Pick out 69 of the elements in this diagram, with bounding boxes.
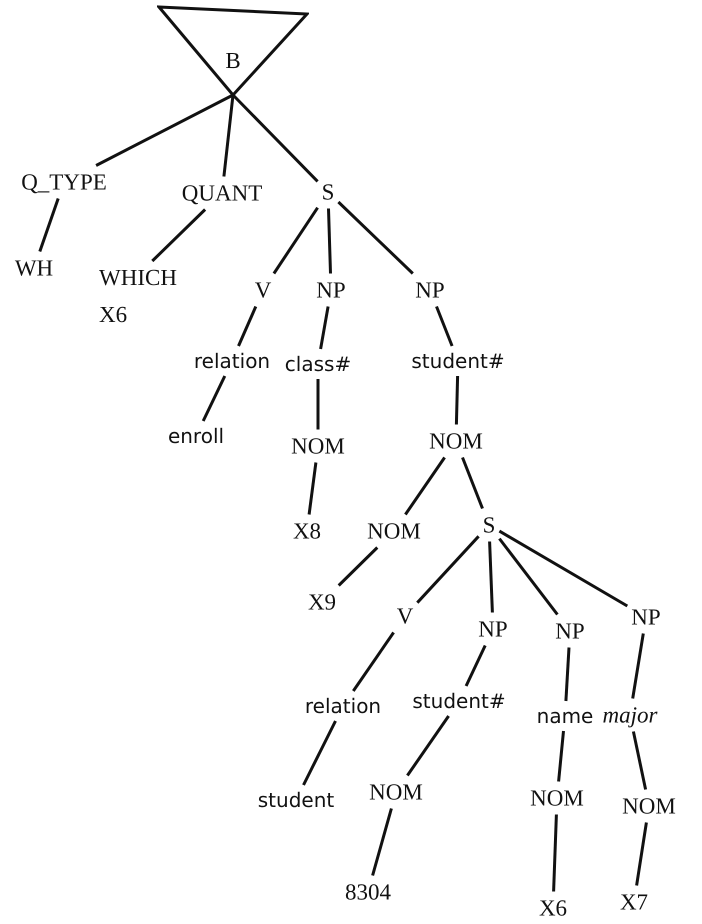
tree-label: NP [631, 606, 661, 628]
tree-branch-line [337, 200, 414, 275]
tree-branch-line [416, 535, 480, 604]
tree-branch-line [95, 94, 234, 167]
tree-branch-line [302, 720, 337, 786]
tree-label: NP [415, 278, 445, 302]
tree-branch-line [488, 541, 494, 613]
tree-label: V [396, 604, 414, 628]
tree-label: student# [412, 691, 506, 711]
tree-label: enroll [168, 426, 224, 446]
tree-branch-line [406, 715, 450, 776]
tree-label: X6 [99, 303, 128, 326]
tree-branch-line [498, 538, 559, 616]
tree-branch-line [327, 208, 332, 274]
tree-label: V [254, 278, 272, 302]
tree-label: NP [316, 278, 346, 302]
tree-label: X6 [538, 896, 568, 920]
tree-branch-line [404, 456, 446, 516]
tree-label: student [258, 790, 334, 810]
tree-branch-line [316, 379, 320, 430]
tree-branch-line [232, 94, 319, 182]
tree-branch-line [498, 530, 628, 608]
tree-label: name [536, 706, 594, 726]
tree-branch-line [308, 462, 318, 515]
tree-branch-line [454, 376, 460, 425]
tree-label: NOM [429, 430, 483, 452]
tree-branch-line [237, 306, 258, 347]
tree-label: S [482, 514, 496, 536]
tree-branch-line [435, 306, 454, 347]
tree-branch-line [564, 647, 570, 702]
tree-branch-line [632, 731, 648, 790]
tree-label: Q_TYPE [21, 170, 107, 194]
tree-branch-line [635, 822, 648, 886]
tree-label: NOM [369, 780, 423, 804]
tree-label: NOM [291, 434, 345, 458]
tree-branch-line [631, 633, 645, 699]
tree-label: QUANT [182, 182, 262, 204]
tree-branch-line [352, 632, 395, 692]
tree-label: X7 [620, 890, 648, 914]
tree-label: NOM [367, 520, 421, 542]
tree-label: NP [478, 618, 508, 640]
tree-label: X9 [308, 590, 336, 614]
tree-label: WHICH [99, 266, 177, 289]
tree-label: class# [284, 354, 352, 374]
triangle-node [157, 5, 309, 95]
tree-branch-line [338, 546, 378, 587]
tree-branch-line [371, 808, 393, 876]
tree-branch-line [464, 644, 487, 687]
tree-branch-line [461, 456, 484, 510]
tree-branch-line [38, 198, 60, 252]
tree-label: NOM [530, 786, 584, 810]
tree-label: S [322, 180, 334, 204]
tree-branch-line [222, 94, 234, 177]
tree-label: B [224, 49, 242, 72]
tree-branch-line [151, 208, 206, 262]
tree-label: WH [14, 256, 54, 280]
tree-label: X8 [292, 520, 322, 542]
tree-label: relation [304, 696, 382, 716]
tree-label: 8304 [345, 880, 391, 904]
tree-branch-line [319, 306, 330, 350]
tree-label: NOM [622, 794, 676, 818]
tree-label: major [602, 704, 658, 726]
tree-label: relation [194, 351, 270, 371]
tree-branch-line [552, 814, 558, 892]
tree-branch-line [557, 730, 565, 782]
tree-branch-line [202, 375, 226, 422]
tree-branch-line [272, 206, 319, 274]
tree-label: student# [411, 351, 505, 371]
tree-label: NP [555, 620, 585, 642]
